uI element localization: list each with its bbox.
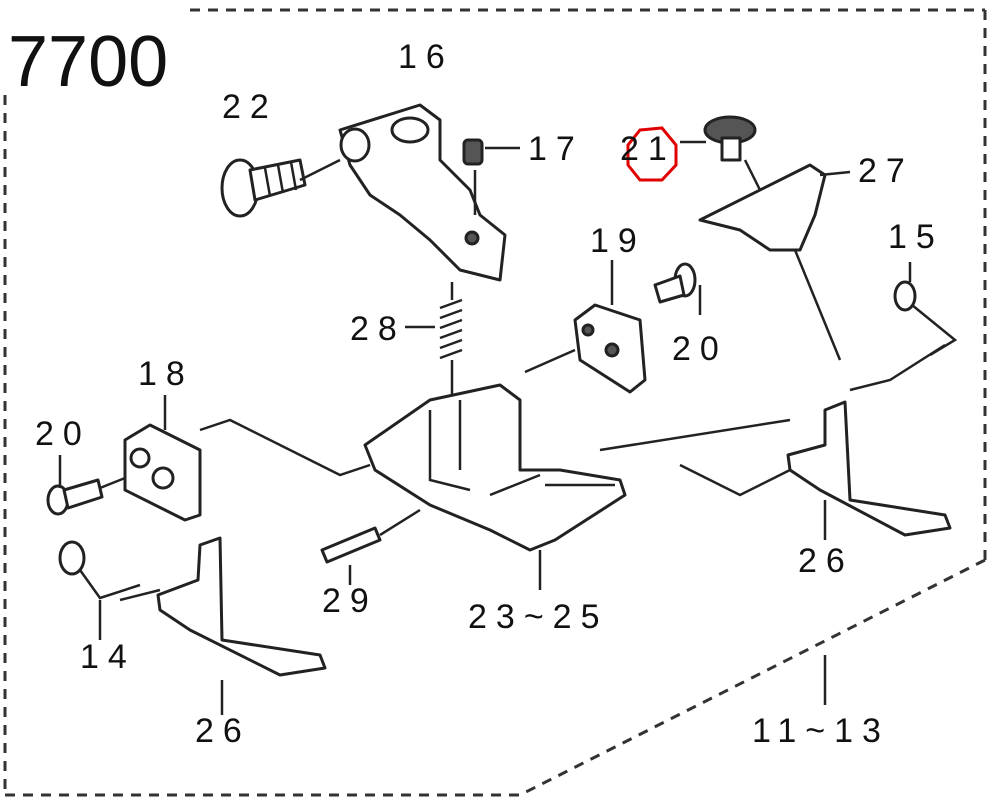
label-19: 19 <box>590 222 646 260</box>
part-26-guide-right <box>599 400 952 540</box>
part-27-guide <box>698 163 851 361</box>
part-26-guide-left <box>119 536 327 715</box>
label-11-13: 11~13 <box>752 712 890 750</box>
label-14: 14 <box>80 638 136 676</box>
part-18-plate <box>123 395 371 522</box>
label-22: 22 <box>222 88 278 126</box>
part-19-plate <box>524 260 647 394</box>
part-20-screw-upper <box>653 262 702 315</box>
label-18: 18 <box>138 355 194 393</box>
label-20-lower: 20 <box>35 415 91 453</box>
label-15: 15 <box>888 218 944 256</box>
label-23-25: 23~25 <box>468 598 609 636</box>
part-29-pin <box>320 508 421 585</box>
part-28-spring <box>405 282 463 400</box>
part-22-screw <box>220 158 341 218</box>
label-16: 16 <box>398 38 454 76</box>
model-number: 7700 <box>8 22 168 102</box>
part-16-presser-bar-holder <box>338 103 507 282</box>
assembly-frame <box>3 8 987 797</box>
label-21: 21 <box>620 130 676 168</box>
part-23-25-presser-foot <box>363 383 627 590</box>
label-29: 29 <box>322 582 378 620</box>
label-20-upper: 20 <box>672 330 728 368</box>
highlight-circle <box>626 126 678 182</box>
label-26-left: 26 <box>195 712 251 750</box>
label-27: 27 <box>858 152 914 190</box>
part-20-screw-lower <box>46 455 126 516</box>
label-28: 28 <box>350 310 406 348</box>
part-14-spring <box>58 540 141 640</box>
label-17: 17 <box>528 130 584 168</box>
part-17-screw <box>462 138 520 215</box>
part-15-spring <box>849 262 958 392</box>
part-21-screw <box>680 115 762 191</box>
label-26-right: 26 <box>798 542 854 580</box>
